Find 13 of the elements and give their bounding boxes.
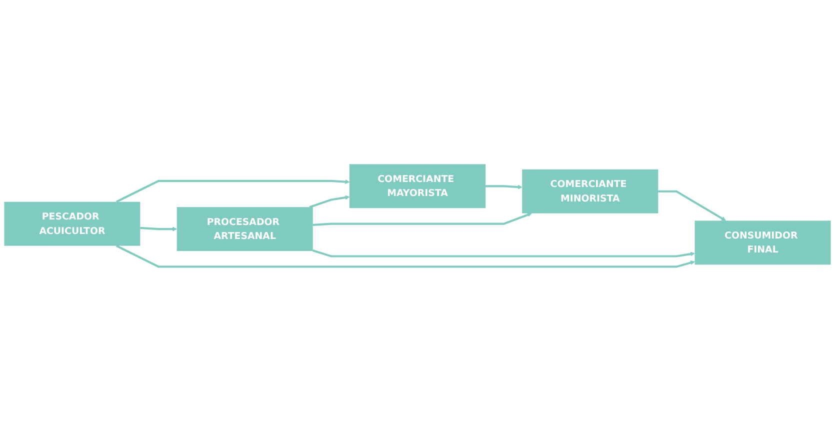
arrow [140, 226, 178, 231]
arrow [309, 194, 350, 208]
arrow [312, 249, 695, 257]
arrow [312, 212, 532, 226]
arrow [116, 244, 695, 268]
arrow [658, 190, 726, 220]
node-box: CONSUMIDOR FINAL [694, 220, 831, 264]
arrow [486, 184, 522, 189]
arrow [116, 179, 350, 202]
node-box: PESCADOR ACUICULTOR [4, 201, 140, 246]
node-box: COMERCIANTE MINORISTA [522, 168, 658, 213]
node-box: PROCESADOR ARTESANAL [176, 206, 313, 251]
node-box: COMERCIANTE MAYORISTA [350, 164, 486, 208]
